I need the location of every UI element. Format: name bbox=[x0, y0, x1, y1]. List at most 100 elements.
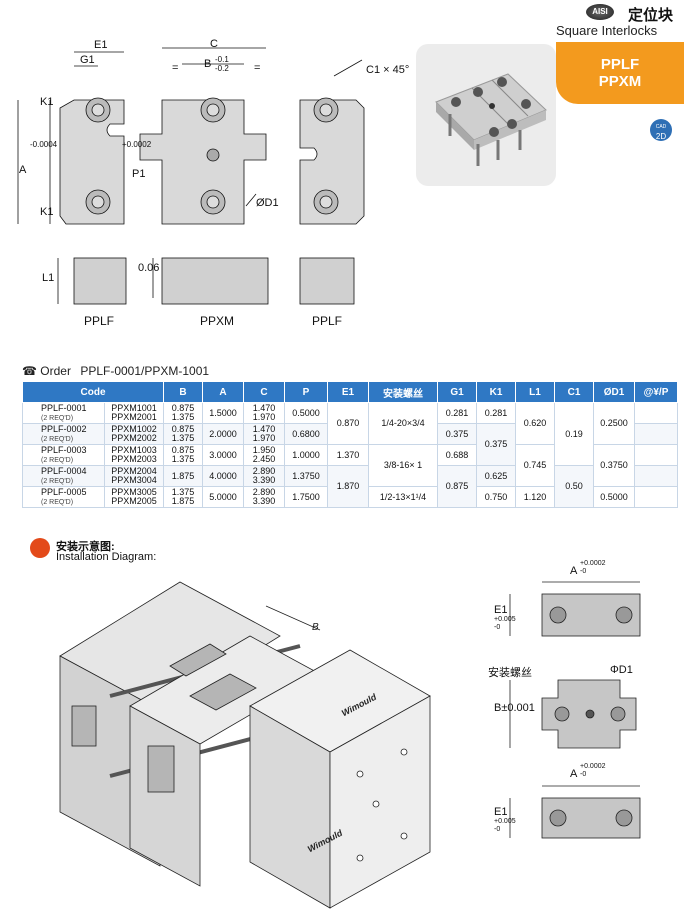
interlock-top-back bbox=[169, 643, 227, 677]
label-pplf-left: PPLF bbox=[84, 314, 115, 328]
col-b: B bbox=[163, 381, 203, 403]
page-title-cn: 定位块 bbox=[628, 7, 674, 24]
detail-d1-label: ΦD1 bbox=[610, 664, 633, 676]
ppxm-dowel-hole bbox=[206, 148, 220, 162]
detail-e1-bottom: E1 bbox=[494, 806, 508, 818]
cell-e1: 1.870 bbox=[327, 465, 369, 508]
cell-a: 3.0000 bbox=[202, 444, 244, 466]
detail-a-tol-low-bottom: -0 bbox=[580, 771, 587, 778]
model-tab: PPLF PPXM bbox=[556, 42, 684, 104]
detail-screw-label: 安装螺丝 bbox=[488, 667, 532, 679]
dim-b-tol-upper: -0.1 bbox=[215, 55, 229, 64]
aisi-logo: AISI bbox=[586, 4, 614, 20]
model-tab-line1: PPLF bbox=[600, 56, 640, 73]
installation-title-en: Installation Diagram: bbox=[56, 551, 157, 563]
technical-drawing bbox=[17, 47, 365, 305]
col-price: @¥/P bbox=[634, 381, 678, 403]
col-p: P bbox=[284, 381, 328, 403]
col-e1: E1 bbox=[327, 381, 369, 403]
cell-price bbox=[634, 444, 678, 466]
cell-g1: 0.375 bbox=[437, 423, 477, 445]
col-code: Code bbox=[22, 381, 164, 403]
phone-icon: ☎ bbox=[22, 364, 37, 378]
order-label: Order bbox=[40, 364, 71, 378]
dim-b: B bbox=[204, 58, 212, 70]
dim-d1: ØD1 bbox=[256, 197, 279, 209]
cell-p: 1.7500 bbox=[284, 486, 328, 508]
cell-k1: 0.625 bbox=[476, 465, 516, 487]
installation-detail-views bbox=[509, 581, 641, 839]
cell-p: 1.0000 bbox=[284, 444, 328, 466]
cell-e1: 0.870 bbox=[327, 402, 369, 445]
dim-gap: 0.06 bbox=[138, 262, 160, 274]
interlock-side-front bbox=[147, 745, 175, 793]
cell-d1: 0.5000 bbox=[593, 486, 635, 508]
detail-e1-tol-top: +0.005 bbox=[494, 616, 516, 623]
ppxm-side bbox=[161, 257, 269, 305]
dim-p1-tol: +0.0002 bbox=[122, 140, 152, 149]
detail-e1-tol-low-bottom: -0 bbox=[494, 826, 501, 833]
detail-a-bottom: A bbox=[570, 768, 578, 780]
dim-eq-right: = bbox=[254, 62, 261, 74]
spec-table-header: Code B A C P E1 安装螺丝 G1 K1 L1 C1 ØD1 @¥/… bbox=[22, 381, 678, 403]
dim-k1-top: K1 bbox=[40, 96, 54, 108]
col-k1: K1 bbox=[476, 381, 516, 403]
cell-p: 1.3750 bbox=[284, 465, 328, 487]
dim-e1: E1 bbox=[94, 39, 108, 51]
product-photo bbox=[416, 44, 556, 186]
model-tab-line2: PPXM bbox=[598, 73, 642, 90]
product-photo-image bbox=[435, 73, 547, 166]
dim-c: C bbox=[210, 38, 218, 50]
pplf-left-body bbox=[59, 99, 125, 225]
ppxm-body bbox=[139, 99, 267, 225]
pplf-right-body bbox=[299, 99, 365, 225]
cell-price bbox=[634, 423, 678, 445]
cell-code1: PPLF-0001(2 REQ'D) bbox=[22, 402, 105, 424]
cell-g1: 0.688 bbox=[437, 444, 477, 466]
detail-a-tol-top: +0.0002 bbox=[580, 560, 606, 567]
interlock-top-front bbox=[189, 673, 257, 711]
pplf-left-side bbox=[73, 257, 127, 305]
cell-d1: 0.2500 bbox=[593, 402, 635, 445]
cell-l1: 1.120 bbox=[515, 486, 555, 508]
cell-screw: 3/8-16× 1 bbox=[368, 444, 438, 487]
col-g1: G1 bbox=[437, 381, 477, 403]
install-b-label: B bbox=[312, 622, 319, 633]
order-example: ☎ Order PPLF-0001/PPXM-1001 bbox=[22, 364, 209, 378]
dim-b-tol-lower: -0.2 bbox=[215, 64, 229, 73]
cell-l1: 0.620 bbox=[515, 402, 555, 445]
col-c: C bbox=[243, 381, 285, 403]
spec-table: Code B A C P E1 安装螺丝 G1 K1 L1 C1 ØD1 @¥/… bbox=[22, 381, 678, 508]
installation-3d-drawing bbox=[59, 581, 431, 909]
dim-eq-left: = bbox=[172, 62, 179, 74]
cell-p: 0.6800 bbox=[284, 423, 328, 445]
cell-k1: 0.375 bbox=[476, 423, 516, 466]
col-a: A bbox=[202, 381, 244, 403]
dim-p1: P1 bbox=[132, 168, 146, 180]
cell-k1: 0.750 bbox=[476, 486, 516, 508]
page-title-en: Square Interlocks bbox=[556, 23, 658, 38]
dim-c1: C1 × 45° bbox=[366, 64, 410, 76]
cell-a: 5.0000 bbox=[202, 486, 244, 508]
installation-title-cn: 安装示意图: bbox=[56, 541, 115, 553]
cell-a: 1.5000 bbox=[202, 402, 244, 424]
cell-k1: 0.281 bbox=[476, 402, 516, 424]
col-d1: ØD1 bbox=[593, 381, 635, 403]
badge-label: 2D bbox=[655, 132, 667, 141]
detail-e1-top: E1 bbox=[494, 604, 508, 616]
cell-price bbox=[634, 402, 678, 424]
cell-g1: 0.281 bbox=[437, 402, 477, 424]
